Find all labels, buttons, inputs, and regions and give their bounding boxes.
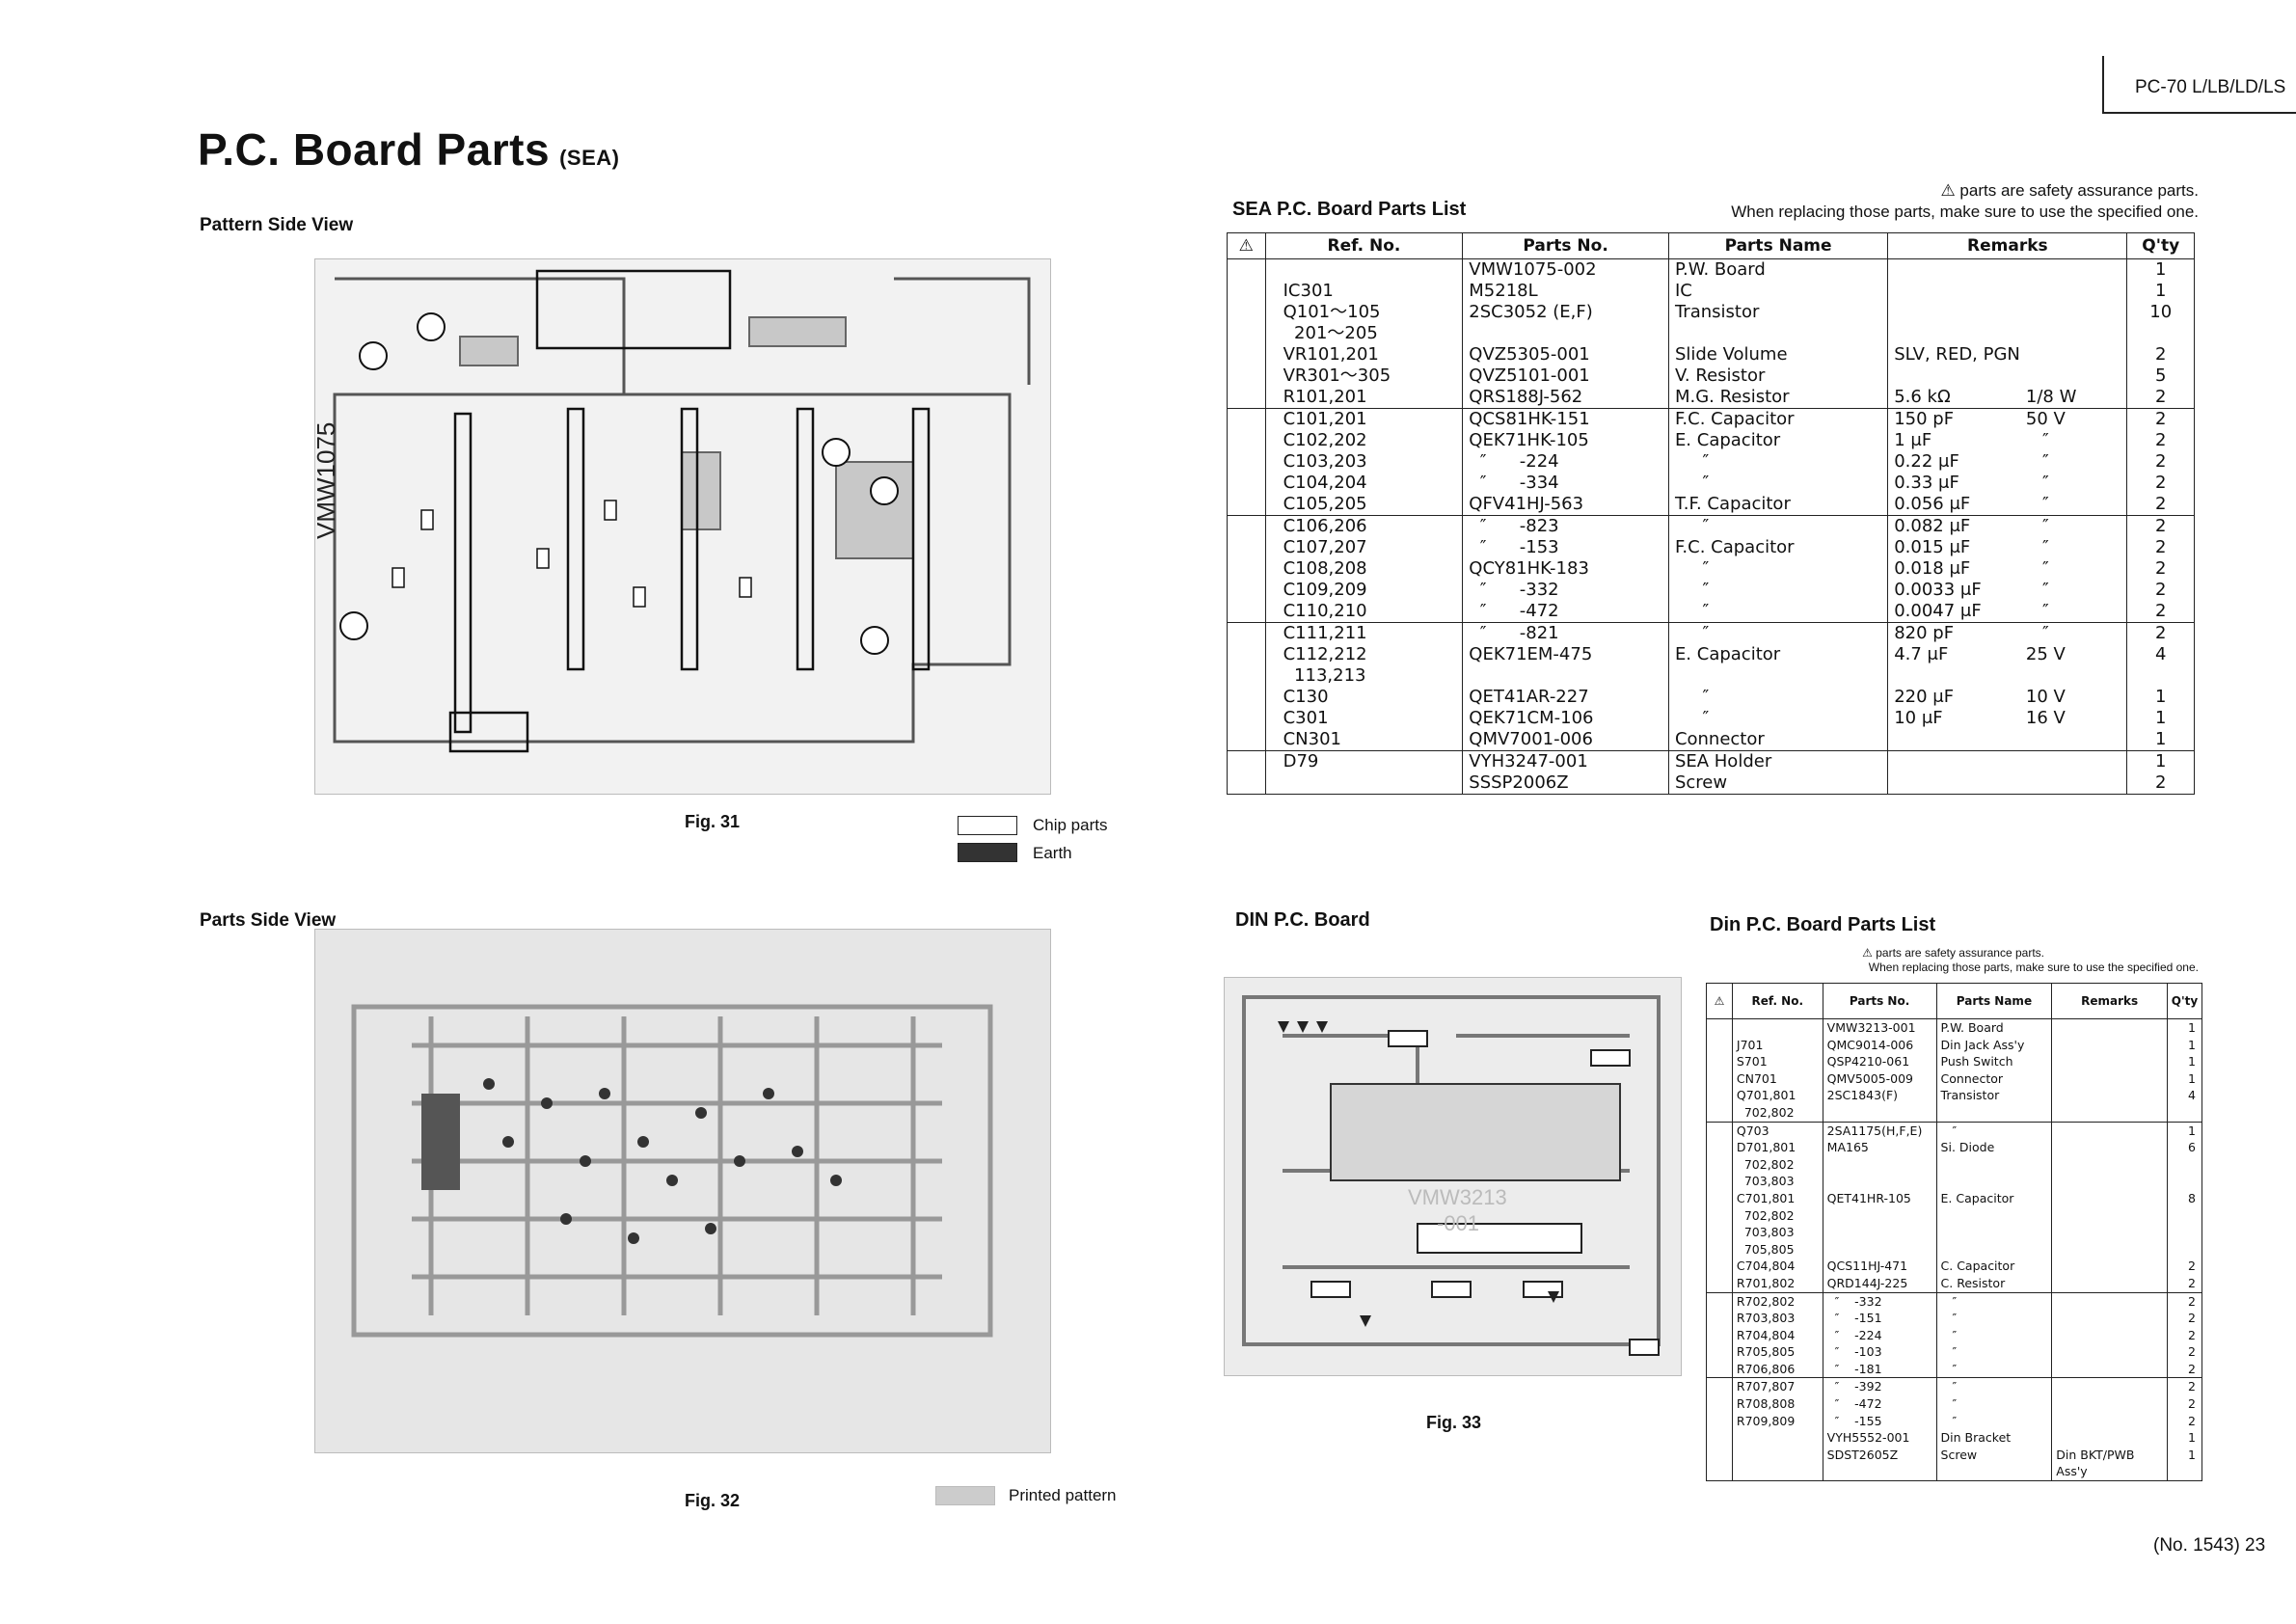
- parts-no-cell: VYH3247-001 SSSP2006Z: [1462, 750, 1669, 795]
- qty-cell: 2 4 1 1 1: [2126, 622, 2195, 751]
- table-row: R707,807 R708,808 R709,809 ″ -392 ″ -472…: [1706, 1377, 2202, 1482]
- ref-cell: R702,802 R703,803 R704,804 R705,805 R706…: [1731, 1292, 1823, 1379]
- sea-safety-note: ⚠ parts are safety assurance parts. When…: [1731, 181, 2199, 221]
- parts-name-cell: ″ ″ ″ Din Bracket Screw: [1935, 1377, 2053, 1482]
- qty-cell: 1 1 10 2 5 2: [2126, 258, 2195, 409]
- remarks-cell: 820 pF 4.7 μF 220 μF 10 μF: [1887, 622, 2020, 751]
- chip-parts-label: Chip parts: [1033, 816, 1108, 834]
- printed-pattern-label: Printed pattern: [1009, 1486, 1117, 1504]
- fig-32-caption: Fig. 32: [685, 1491, 741, 1510]
- page-title: P.C. Board Parts(SEA): [198, 124, 620, 175]
- ref-cell: IC301 Q101～105 201～205 VR101,201 VR301～3…: [1264, 258, 1464, 409]
- header-frame: [2102, 56, 2296, 114]
- pattern-side-board-image: VMW1075: [314, 258, 1051, 795]
- parts-no-cell: ″ -332 ″ -151 ″ -224 ″ -103 ″ -181: [1822, 1292, 1937, 1379]
- table-row: C111,211 C112,212 113,213 C130 C301 CN30…: [1227, 622, 2195, 751]
- table-row: IC301 Q101～105 201～205 VR101,201 VR301～3…: [1227, 258, 2195, 409]
- parts-name-cell: F.C. Capacitor E. Capacitor ″ ″ T.F. Cap…: [1667, 408, 1889, 516]
- remarks-cell: [2019, 750, 2128, 795]
- remarks-header: Remarks: [2051, 983, 2169, 1019]
- parts-name-header: Parts Name: [1935, 983, 2053, 1019]
- table-row: C101,201 C102,202 C103,203 C104,204 C105…: [1227, 408, 2195, 516]
- ref-cell: Q703 D701,801 702,802 703,803 C701,801 7…: [1731, 1122, 1823, 1293]
- svg-text:-001: -001: [1437, 1211, 1479, 1235]
- ref-no-header: Ref. No.: [1264, 232, 1464, 259]
- table-row: C106,206 C107,207 C108,208 C109,209 C110…: [1227, 515, 2195, 623]
- safety-column-header: ⚠: [1227, 232, 1266, 259]
- ref-cell: D79: [1264, 750, 1464, 795]
- parts-name-cell: ″ ″ ″ ″ ″: [1935, 1292, 2053, 1379]
- chip-parts-swatch: [958, 816, 1017, 835]
- ref-cell: C106,206 C107,207 C108,208 C109,209 C110…: [1264, 515, 1464, 623]
- page-number: (No. 1543) 23: [2153, 1535, 2266, 1556]
- ref-no-header: Ref. No.: [1731, 983, 1823, 1019]
- qty-cell: 1 2: [2126, 750, 2195, 795]
- parts-name-header: Parts Name: [1667, 232, 1889, 259]
- din-board-heading: DIN P.C. Board: [1235, 909, 1370, 931]
- parts-name-cell: P.W. Board IC Transistor Slide Volume V.…: [1667, 258, 1889, 409]
- fig-31-caption: Fig. 31: [685, 812, 741, 831]
- remarks-cell: [2051, 1018, 2169, 1123]
- parts-no-cell: ″ -821 QEK71EM-475 QET41AR-227 QEK71CM-1…: [1462, 622, 1669, 751]
- svg-text:VMW3213: VMW3213: [1408, 1185, 1507, 1209]
- remarks-cell: 1/8 W: [2019, 258, 2128, 409]
- parts-no-cell: QCS81HK-151 QEK71HK-105 ″ -224 ″ -334 QF…: [1462, 408, 1669, 516]
- remarks-cell: [1887, 750, 2020, 795]
- remarks-cell: [2051, 1292, 2169, 1379]
- din-list-title: Din P.C. Board Parts List: [1710, 914, 1936, 935]
- parts-no-header: Parts No.: [1462, 232, 1669, 259]
- sea-parts-table: ⚠ Ref. No. Parts No. Parts Name Remarks …: [1227, 232, 2195, 795]
- remarks-cell: 150 pF 1 μF 0.22 μF 0.33 μF 0.056 μF: [1887, 408, 2020, 516]
- qty-cell: 2 2 2 1 1: [2167, 1377, 2202, 1482]
- remarks-header: Remarks: [1887, 232, 2128, 259]
- qty-header: Q'ty: [2167, 983, 2202, 1019]
- parts-name-cell: ″ Si. Diode E. Capacitor C. Capacitor C.…: [1935, 1122, 2053, 1293]
- parts-no-cell: ″ -823 ″ -153 QCY81HK-183 ″ -332 ″ -472: [1462, 515, 1669, 623]
- parts-no-header: Parts No.: [1822, 983, 1937, 1019]
- din-safety-note: ⚠ parts are safety assurance parts. When…: [1862, 946, 2199, 974]
- earth-label: Earth: [1033, 844, 1072, 862]
- qty-cell: 1 1 1 1 4: [2167, 1018, 2202, 1123]
- qty-cell: 2 2 2 2 2: [2126, 515, 2195, 623]
- remarks-cell: [2051, 1122, 2169, 1293]
- parts-no-cell: VMW3213-001 QMC9014-006 QSP4210-061 QMV5…: [1822, 1018, 1937, 1123]
- remarks-cell: Din BKT/PWB Ass'y: [2051, 1377, 2169, 1482]
- ref-cell: C101,201 C102,202 C103,203 C104,204 C105…: [1264, 408, 1464, 516]
- ref-cell: R707,807 R708,808 R709,809: [1731, 1377, 1823, 1482]
- parts-name-cell: ″ F.C. Capacitor ″ ″ ″: [1667, 515, 1889, 623]
- table-row: D79 VYH3247-001 SSSP2006Z SEA Holder Scr…: [1227, 750, 2195, 795]
- table-row: R702,802 R703,803 R704,804 R705,805 R706…: [1706, 1292, 2202, 1379]
- model-number: PC-70 L/LB/LD/LS: [2135, 77, 2286, 97]
- pattern-side-heading: Pattern Side View: [200, 215, 354, 235]
- sea-list-title: SEA P.C. Board Parts List: [1232, 199, 1467, 220]
- ref-cell: J701 S701 CN701 Q701,801 702,802: [1731, 1018, 1823, 1123]
- qty-cell: 2 2 2 2 2: [2167, 1292, 2202, 1379]
- parts-name-cell: ″ E. Capacitor ″ ″ Connector: [1667, 622, 1889, 751]
- parts-side-board-image: [314, 929, 1051, 1453]
- fig-33-caption: Fig. 33: [1426, 1413, 1482, 1432]
- printed-pattern-swatch: [935, 1486, 995, 1505]
- parts-no-cell: 2SA1175(H,F,E) MA165 QET41HR-105 QCS11HJ…: [1822, 1122, 1937, 1293]
- table-row: J701 S701 CN701 Q701,801 702,802 VMW3213…: [1706, 1018, 2202, 1123]
- parts-no-cell: ″ -392 ″ -472 ″ -155 VYH5552-001 SDST260…: [1822, 1377, 1937, 1482]
- parts-name-cell: SEA Holder Screw: [1667, 750, 1889, 795]
- safety-column-header: ⚠: [1706, 983, 1733, 1019]
- qty-cell: 2 2 2 2 2: [2126, 408, 2195, 516]
- parts-side-heading: Parts Side View: [200, 910, 337, 931]
- svg-text:VMW1075: VMW1075: [315, 422, 340, 539]
- qty-cell: 1 6 8 2 2: [2167, 1122, 2202, 1293]
- remarks-cell: 50 V ″ ″ ″ ″: [2019, 408, 2128, 516]
- earth-swatch: [958, 843, 1017, 862]
- remarks-cell: ″ 25 V 10 V 16 V: [2019, 622, 2128, 751]
- parts-no-cell: VMW1075-002 M5218L 2SC3052 (E,F) QVZ5305…: [1462, 258, 1669, 409]
- remarks-cell: ″ ″ ″ ″ ″: [2019, 515, 2128, 623]
- parts-name-cell: P.W. Board Din Jack Ass'y Push Switch Co…: [1935, 1018, 2053, 1123]
- ref-cell: C111,211 C112,212 113,213 C130 C301 CN30…: [1264, 622, 1464, 751]
- qty-header: Q'ty: [2126, 232, 2195, 259]
- din-board-image: VMW3213 -001: [1224, 977, 1682, 1376]
- din-parts-table: ⚠ Ref. No. Parts No. Parts Name Remarks …: [1706, 983, 2202, 1482]
- table-row: Q703 D701,801 702,802 703,803 C701,801 7…: [1706, 1122, 2202, 1293]
- remarks-cell: 0.082 μF 0.015 μF 0.018 μF 0.0033 μF 0.0…: [1887, 515, 2020, 623]
- remarks-cell: SLV, RED, PGN 5.6 kΩ: [1887, 258, 2020, 409]
